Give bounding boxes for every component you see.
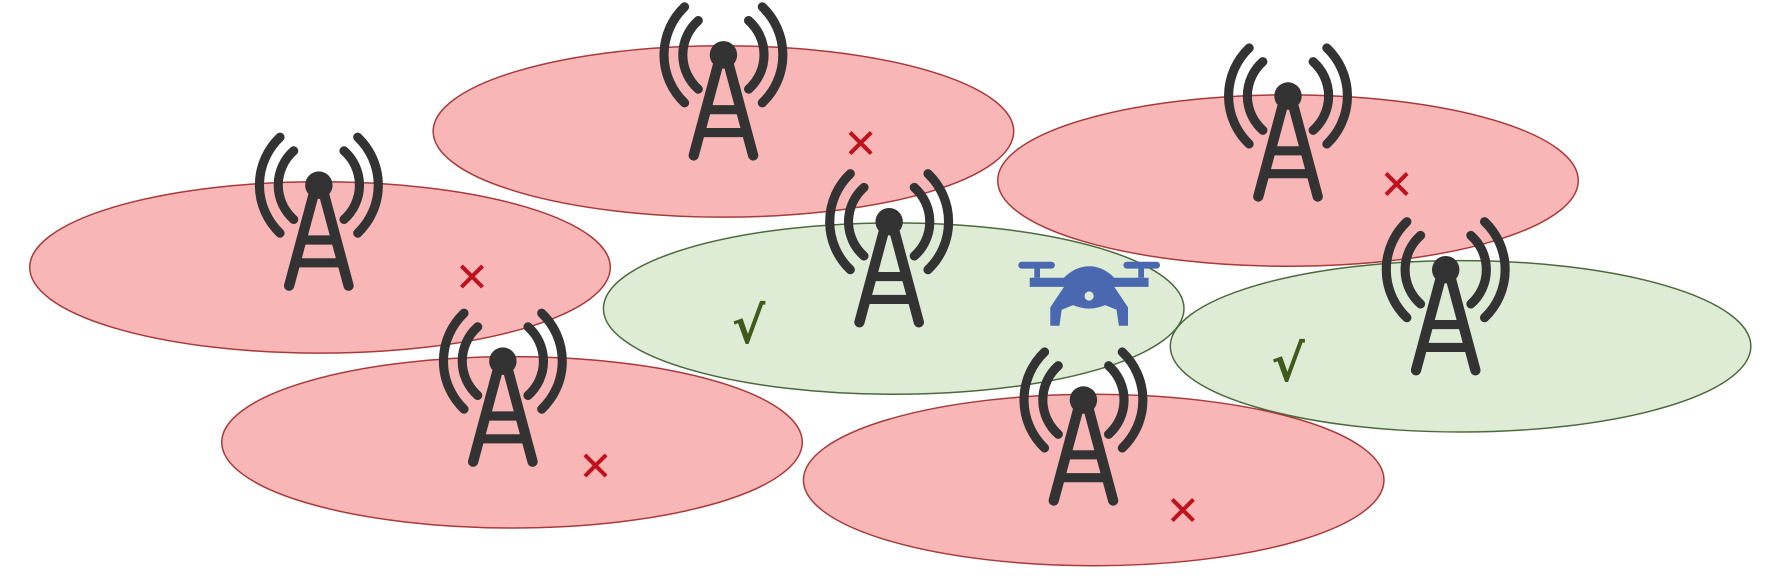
coverage-ellipse [996, 94, 1580, 268]
cross-mark: ✕ [1379, 161, 1413, 209]
cross-mark: ✕ [455, 254, 489, 302]
cross-mark: ✕ [1166, 487, 1200, 535]
coverage-cell-allowed [602, 222, 1185, 396]
coverage-ellipse [602, 222, 1185, 396]
check-mark: √ [1271, 334, 1305, 393]
coverage-cell-blocked [996, 94, 1580, 268]
cross-mark: ✕ [578, 442, 612, 490]
check-mark: √ [732, 296, 766, 355]
cross-mark: ✕ [843, 120, 877, 168]
